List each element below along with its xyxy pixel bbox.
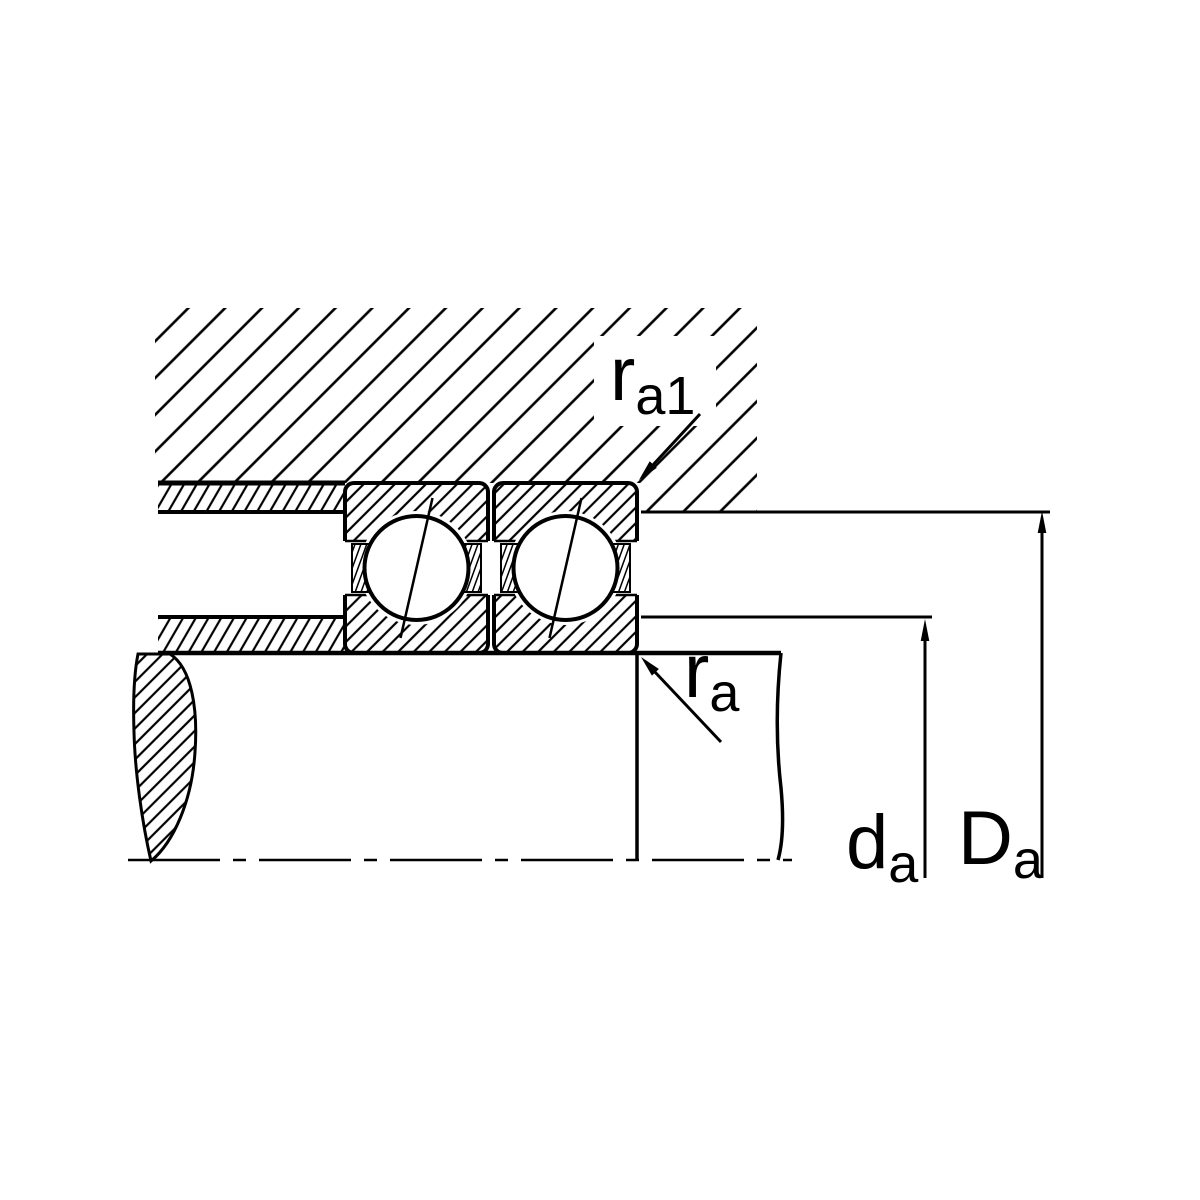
ra-arrowhead bbox=[641, 657, 659, 676]
ra1-label: ra1 bbox=[610, 332, 695, 426]
shaft-break-line bbox=[775, 652, 785, 861]
housing-section bbox=[155, 308, 757, 514]
bearing-right-half bbox=[489, 481, 642, 655]
Da-arrowhead bbox=[1037, 511, 1047, 533]
da-arrowhead bbox=[920, 619, 930, 641]
ra-label: ra bbox=[684, 629, 740, 723]
ra-leader-line bbox=[652, 669, 723, 744]
shaft-broken-out-hatch bbox=[132, 652, 198, 864]
contact-angle-line bbox=[548, 497, 583, 639]
shaft-shoulder bbox=[158, 618, 345, 652]
housing-shoulder bbox=[158, 484, 345, 512]
shaft-section bbox=[128, 615, 792, 864]
ra1-leader-line bbox=[650, 412, 702, 468]
da-label: da bbox=[846, 800, 919, 894]
contact-angle-line bbox=[399, 497, 434, 639]
ra1-label-gap bbox=[594, 336, 716, 426]
ra1-arrowhead bbox=[639, 461, 657, 480]
labels: ra1 ra da Da bbox=[610, 332, 1044, 894]
Da-label: Da bbox=[958, 796, 1044, 890]
bearing-left-half bbox=[340, 481, 493, 655]
dimensions bbox=[639, 412, 1050, 878]
